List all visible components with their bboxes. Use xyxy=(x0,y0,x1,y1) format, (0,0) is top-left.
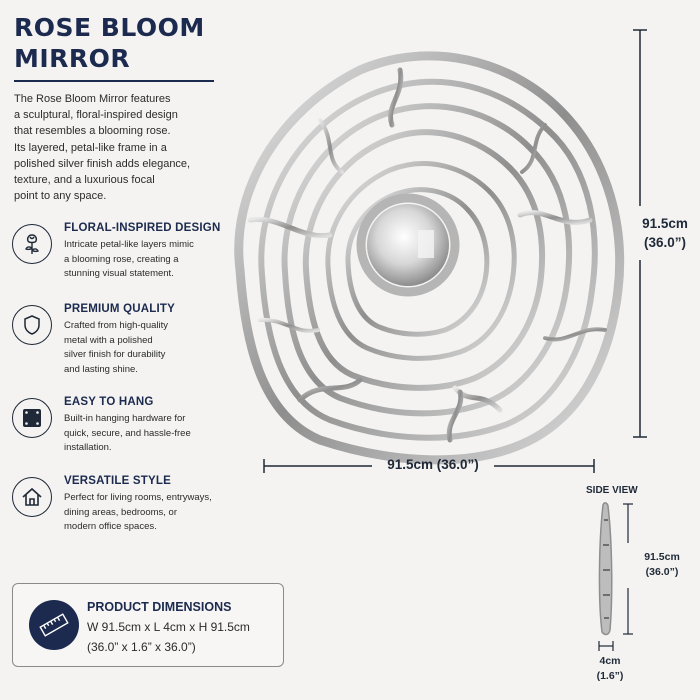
dimensions-imperial: (36.0” x 1.6” x 36.0”) xyxy=(87,640,196,654)
mirror-bezel xyxy=(356,193,460,297)
product-title: ROSE BLOOM MIRROR xyxy=(14,12,214,74)
mirror-frame xyxy=(234,51,625,465)
side-height-cm: 91.5cm xyxy=(644,551,680,563)
shield-icon xyxy=(12,305,52,345)
product-description: The Rose Bloom Mirror features a sculptu… xyxy=(14,91,224,204)
feature-desc-line: silver finish for durability xyxy=(64,349,166,360)
feature-desc-line: stunning visual statement. xyxy=(64,268,174,279)
feature-desc-line: dining areas, bedrooms, or xyxy=(64,506,178,518)
product-dimensions-box: PRODUCT DIMENSIONS W 91.5cm x L 4cm x H … xyxy=(12,583,284,667)
product-title-line1: ROSE BLOOM xyxy=(14,13,205,42)
feature-title: VERSATILE STYLE xyxy=(64,475,171,487)
feature-versatile-style: VERSATILE STYLE Perfect for living rooms… xyxy=(12,475,242,545)
feature-title: EASY TO HANG xyxy=(64,396,154,408)
width-measure-line xyxy=(263,459,595,473)
feature-description: Perfect for living rooms, entryways, din… xyxy=(64,491,242,535)
description-line: texture, and a luxurious focal xyxy=(14,174,155,187)
depth-measure-line xyxy=(598,641,614,651)
feature-description: Intricate petal-like layers mimic a bloo… xyxy=(64,238,242,282)
dimensions-metric: W 91.5cm x L 4cm x H 91.5cm xyxy=(87,620,250,634)
ruler-icon xyxy=(29,600,79,650)
feature-description: Crafted from high-quality metal with a p… xyxy=(64,319,242,377)
feature-title: FLORAL-INSPIRED DESIGN xyxy=(64,222,221,234)
title-divider xyxy=(14,80,214,82)
depth-cm: 4cm xyxy=(599,655,621,667)
feature-desc-line: Intricate petal-like layers mimic xyxy=(64,239,194,250)
depth-label: 4cm (1.6”) xyxy=(586,654,634,684)
product-title-line2: MIRROR xyxy=(14,44,131,73)
description-line: Its layered, petal-like frame in a xyxy=(14,141,167,154)
mirror-glass xyxy=(367,204,449,286)
feature-desc-line: modern office spaces. xyxy=(64,521,157,532)
description-line: a sculptural, floral-inspired design xyxy=(14,109,178,122)
hanging-hardware-icon xyxy=(12,398,52,438)
feature-floral-design: FLORAL-INSPIRED DESIGN Intricate petal-l… xyxy=(12,222,242,292)
description-line: polished silver finish adds elegance, xyxy=(14,157,191,170)
feature-desc-line: Perfect for living rooms, entryways, xyxy=(64,492,212,503)
height-cm: 91.5cm xyxy=(642,216,688,231)
feature-easy-to-hang: EASY TO HANG Built-in hanging hardware f… xyxy=(12,396,242,466)
description-line: The Rose Bloom Mirror features xyxy=(14,93,171,105)
height-measure-line xyxy=(633,29,647,438)
side-height-in: (36.0”) xyxy=(645,566,679,578)
feature-desc-line: quick, secure, and hassle-free xyxy=(64,427,191,439)
rose-icon xyxy=(12,224,52,264)
feature-premium-quality: PREMIUM QUALITY Crafted from high-qualit… xyxy=(12,303,242,375)
feature-desc-line: installation. xyxy=(64,442,112,453)
side-height-label: 91.5cm (36.0”) xyxy=(637,550,687,580)
feature-desc-line: Built-in hanging hardware for xyxy=(64,413,186,424)
feature-desc-line: and lasting shine. xyxy=(64,363,138,375)
dimensions-title: PRODUCT DIMENSIONS xyxy=(87,600,232,614)
feature-desc-line: a blooming rose, creating a xyxy=(64,253,179,265)
mirror-reflection xyxy=(418,230,434,258)
width-label: 91.5cm (36.0”) xyxy=(387,457,479,472)
side-height-measure-line xyxy=(623,503,633,635)
height-label: 91.5cm (36.0”) xyxy=(630,214,700,252)
side-view-illustration xyxy=(598,502,613,636)
feature-desc-line: Crafted from high-quality xyxy=(64,320,169,331)
house-icon xyxy=(12,477,52,517)
description-line: point to any space. xyxy=(14,190,107,203)
feature-desc-line: metal with a polished xyxy=(64,334,153,346)
height-in: (36.0”) xyxy=(643,235,687,250)
feature-description: Built-in hanging hardware for quick, sec… xyxy=(64,412,242,456)
feature-title: PREMIUM QUALITY xyxy=(64,303,175,315)
depth-in: (1.6”) xyxy=(596,670,624,682)
side-view-label: SIDE VIEW xyxy=(586,485,638,496)
description-line: that resembles a blooming rose. xyxy=(14,125,171,138)
